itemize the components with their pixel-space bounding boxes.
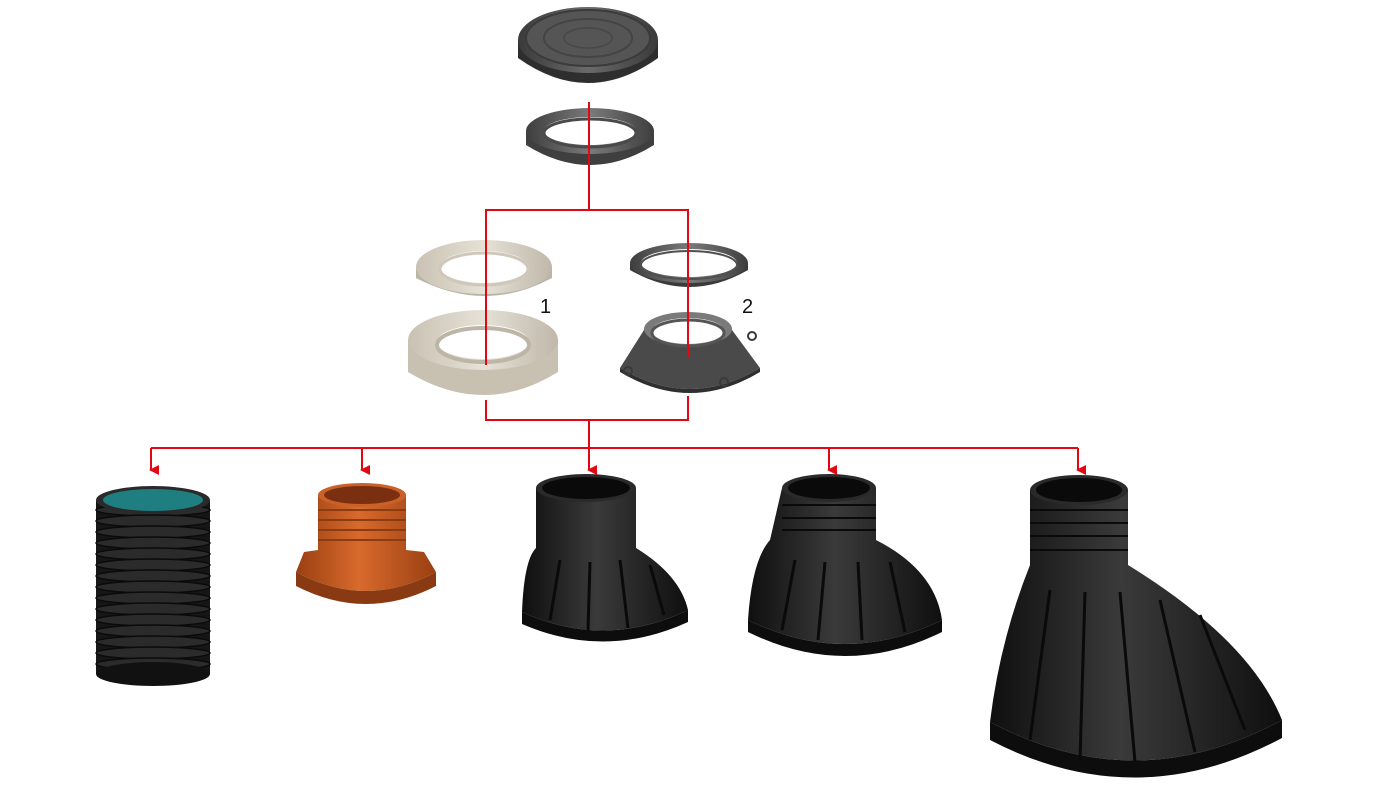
orange-adapter [296,483,436,604]
option-1-label: 1 [540,296,552,318]
pipe-rib [95,602,211,616]
black-shaft-medium [748,474,942,656]
corrugated-pipe [95,486,211,686]
connector-arrows [149,448,1086,475]
black-shaft-small [522,474,688,642]
pipe-rib [95,646,211,660]
concrete-load-ring [408,310,558,395]
load-cone [620,312,760,393]
black-shaft-large [990,475,1282,778]
pipe-rib [95,635,211,649]
pipe-rib [95,591,211,605]
concrete-adjust-ring [416,240,552,296]
pipe-rib [95,569,211,583]
pipe-rib [95,624,211,638]
option-2-label: 2 [742,296,754,318]
pipe-rib [95,613,211,627]
pipe-rib [95,536,211,550]
pipe-rib [95,547,211,561]
pipe-rib [95,514,211,528]
pipe-rib [95,558,211,572]
pipe-rib [95,525,211,539]
pipe-rib [95,580,211,594]
connector-lines [151,102,1078,449]
manhole-cover [518,7,658,83]
